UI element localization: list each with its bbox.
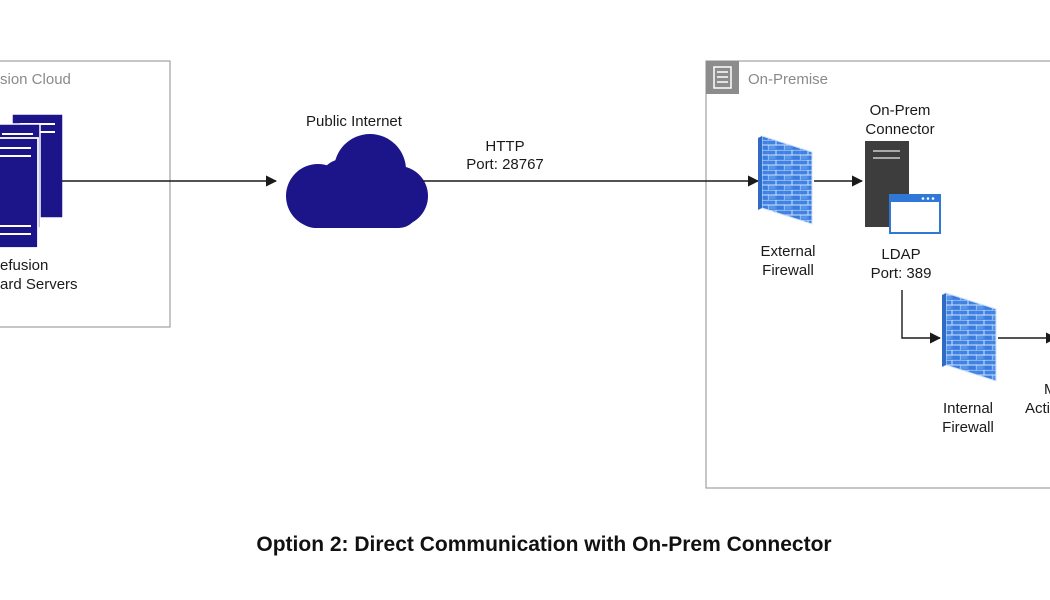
- server-stack-icon: [0, 113, 64, 249]
- ldap-port-label: Port: 389: [870, 265, 932, 282]
- internet-label: Public Internet: [306, 113, 402, 130]
- app-window-icon: [889, 194, 941, 234]
- building-icon: [706, 61, 739, 94]
- http-port-label: Port: 28767: [466, 156, 544, 173]
- active-directory-label-line1: M: [1044, 381, 1050, 399]
- internal-firewall-label-line1: Internal: [942, 400, 994, 417]
- http-protocol-label: HTTP: [485, 138, 525, 155]
- servers-label-line1: efusion: [0, 257, 49, 274]
- external-firewall-label-line1: External: [760, 243, 816, 260]
- connector-label-line2: Connector: [865, 121, 935, 138]
- internal-firewall-icon: [942, 292, 997, 382]
- connector-label-line1: On-Prem: [869, 102, 931, 119]
- ldap-protocol-label: LDAP: [881, 246, 921, 263]
- external-firewall-label-line2: Firewall: [762, 262, 814, 279]
- cloud-group-label: sion Cloud: [0, 71, 71, 88]
- cloud-group-box: [0, 60, 171, 328]
- active-directory-label-line2: Acti: [1025, 400, 1050, 417]
- arrow-connector-to-internal-firewall: [901, 290, 942, 344]
- internal-firewall-label-line2: Firewall: [942, 419, 994, 436]
- diagram-caption: Option 2: Direct Communication with On-P…: [256, 533, 832, 556]
- onprem-group-label: On-Premise: [748, 71, 829, 88]
- onprem-group-box: [705, 60, 1050, 489]
- external-firewall-icon: [758, 135, 813, 225]
- cloud-icon: [286, 134, 428, 228]
- servers-label-line2: ard Servers: [0, 276, 78, 293]
